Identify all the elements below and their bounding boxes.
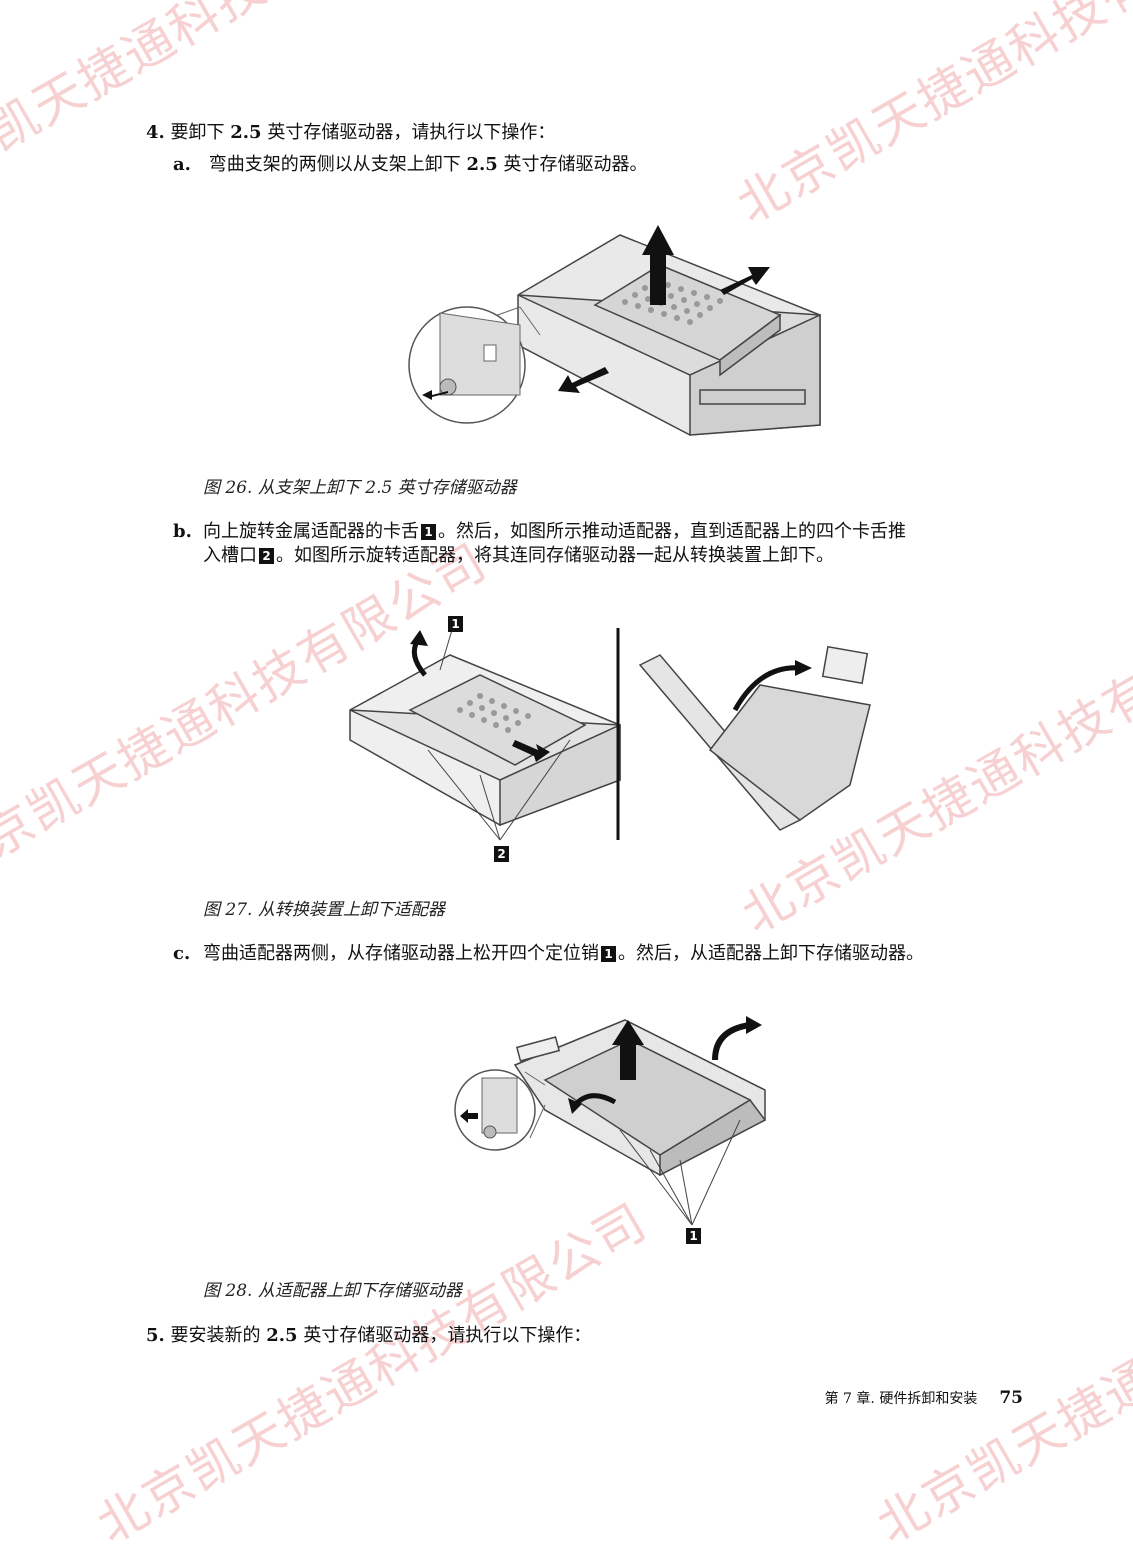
step-text: 。然后，如图所示推动适配器，直到适配器上的四个卡舌推 xyxy=(438,521,906,542)
step-text: 。然后，从适配器上卸下存储驱动器。 xyxy=(618,943,924,964)
step-text: 英寸存储驱动器。 xyxy=(503,154,648,175)
step-text: 弯曲适配器两侧，从存储驱动器上松开四个定位销 xyxy=(203,943,599,964)
step-text: 英寸存储驱动器，请执行以下操作： xyxy=(267,122,556,143)
step-text: 要卸下 xyxy=(170,122,225,143)
step-number: 5. xyxy=(146,1325,165,1346)
figure-27-caption: 图 27. 从转换装置上卸下适配器 xyxy=(203,900,445,920)
callout-badge: 1 xyxy=(421,524,436,540)
drive-size: 2.5 xyxy=(466,154,498,175)
figure-28-caption: 图 28. 从适配器上卸下存储驱动器 xyxy=(203,1281,462,1301)
step-text: 。如图所示旋转适配器，将其连同存储驱动器一起从转换装置上卸下。 xyxy=(276,545,834,566)
figure-26-caption: 图 26. 从支架上卸下 2.5 英寸存储驱动器 xyxy=(203,478,517,498)
figure-28-callout-1: 1 xyxy=(686,1228,701,1244)
figure-27-callout-2: 2 xyxy=(494,846,509,862)
figure-27-illustration xyxy=(349,628,871,841)
step-text: 弯曲支架的两侧以从支架上卸下 xyxy=(208,154,461,175)
callout-badge: 2 xyxy=(259,548,274,564)
step-text: 要安装新的 xyxy=(170,1325,261,1346)
step-5: 5. 要安装新的 2.5 英寸存储驱动器，请执行以下操作： xyxy=(146,1324,591,1348)
chapter-title: 第 7 章. 硬件拆卸和安装 xyxy=(824,1391,978,1407)
drive-size: 2.5 xyxy=(266,1325,298,1346)
figure-26-illustration xyxy=(408,225,821,436)
substep-label: c. xyxy=(173,943,191,964)
figure-28-illustration xyxy=(454,1016,767,1226)
figure-27-callout-1: 1 xyxy=(448,616,463,632)
step-text: 向上旋转金属适配器的卡舌 xyxy=(203,521,419,542)
substep-label: a. xyxy=(173,154,191,175)
page-number: 75 xyxy=(999,1388,1023,1408)
watermark: 北京凯天捷通科技有限公司 xyxy=(867,1192,1133,1555)
drive-size: 2.5 xyxy=(230,122,262,143)
substep-label: b. xyxy=(173,521,192,542)
watermark: 北京凯天捷通科技有限公司 xyxy=(87,1192,657,1555)
step-text: 英寸存储驱动器，请执行以下操作： xyxy=(303,1325,592,1346)
callout-badge: 1 xyxy=(601,946,616,962)
page-footer: 第 7 章. 硬件拆卸和安装 75 xyxy=(825,1388,1023,1408)
step-number: 4. xyxy=(146,122,165,143)
step-4: 4. 要卸下 2.5 英寸存储驱动器，请执行以下操作： xyxy=(146,121,555,145)
step-text: 入槽口 xyxy=(203,545,257,566)
step-a: a. 弯曲支架的两侧以从支架上卸下 2.5 英寸存储驱动器。 xyxy=(173,153,648,177)
watermark: 北京凯天捷通科技有限公司 xyxy=(0,0,457,215)
